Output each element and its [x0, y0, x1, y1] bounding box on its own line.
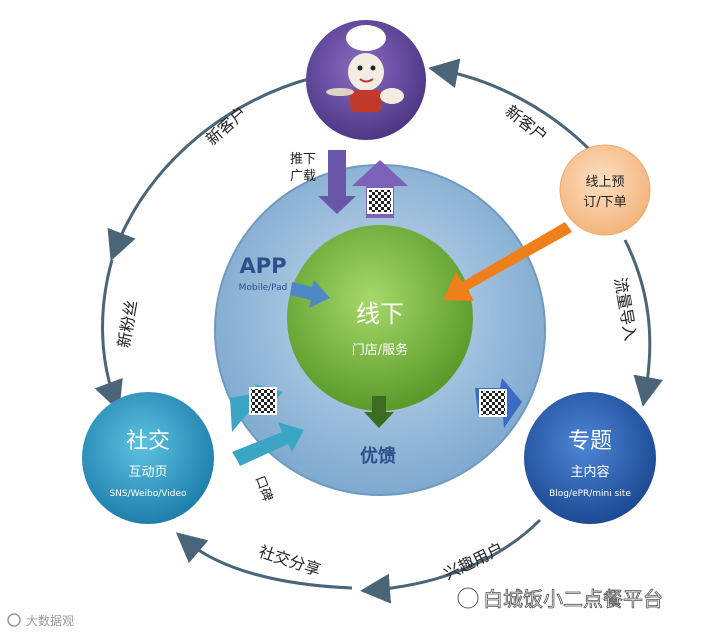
qr-code-topic	[479, 389, 507, 417]
watermark-right-text: 白城饭小二点餐平台	[483, 587, 663, 611]
topic-title: 专题	[568, 429, 612, 454]
topic-node	[524, 392, 656, 524]
ring-label-top-right: 新客户	[502, 101, 552, 146]
ring-arc-right	[623, 239, 663, 407]
offline-store-circle	[287, 225, 473, 411]
youkui-down-arrow	[364, 396, 394, 428]
topic-subtitle: 主内容	[570, 464, 609, 480]
online-booking-line1: 线上预	[585, 175, 624, 190]
app-subtitle: Mobile/Pad	[239, 283, 288, 293]
koubei-label: 口碑	[252, 474, 276, 504]
youkui-label: 优馈	[360, 445, 396, 467]
social-subtitle: 互动页	[128, 465, 167, 480]
social-node	[82, 392, 214, 524]
social-title: 社交	[126, 429, 170, 454]
push-label-line1: 推下	[290, 152, 316, 167]
online-booking-line2: 订/下单	[583, 195, 626, 210]
outer-cycle-ring	[94, 58, 663, 604]
online-to-offline-arrow	[443, 222, 572, 301]
watermark-left-text: 大数据观	[26, 613, 74, 628]
center-title: 线下	[356, 300, 404, 328]
qr-code-social	[249, 387, 277, 415]
koubei-arrow	[232, 422, 304, 466]
ring-label-top-left: 新客户	[202, 103, 250, 149]
app-arrow	[290, 280, 330, 308]
push-label-line2: 广载	[290, 169, 316, 184]
qr-code-top	[367, 188, 393, 214]
app-title: APP	[239, 254, 286, 278]
watermark-left: 大数据观	[7, 613, 74, 628]
ring-arc-left	[94, 259, 123, 412]
ring-arc-top-left	[107, 76, 313, 262]
chef-mascot-image	[326, 25, 404, 112]
ring-label-bottom-left: 社交分享	[256, 542, 323, 580]
push-down-arrow	[318, 150, 356, 214]
watermark-left-icon	[7, 613, 21, 627]
topic-caption: Blog/ePR/mini site	[549, 489, 631, 499]
ring-label-bottom-right: 兴趣用户	[441, 538, 507, 583]
social-caption: SNS/Weibo/Video	[109, 489, 187, 499]
watermark-right: 白城饭小二点餐平台	[457, 587, 663, 611]
ring-label-right: 流量导入	[611, 276, 641, 342]
ring-arc-bottom-right	[360, 518, 542, 604]
center-subtitle: 门店/服务	[352, 342, 408, 358]
online-booking-node	[559, 144, 651, 236]
ring-arc-bottom-left	[175, 532, 353, 590]
ring-label-left: 新粉丝	[114, 299, 141, 350]
ring-arc-top-right	[428, 58, 592, 152]
